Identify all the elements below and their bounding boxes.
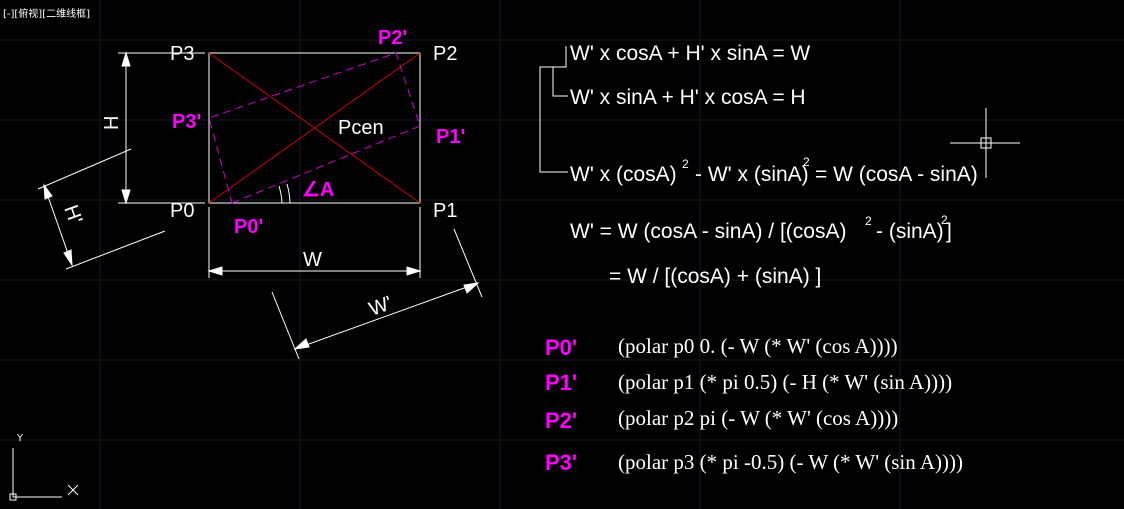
equation-3-exp-2: 2 [803, 155, 810, 169]
label-w-prime: W' [366, 292, 395, 320]
equation-5: = W / [(cosA) + (sinA) ] [609, 265, 821, 288]
equation-4-exp-2: 2 [941, 213, 948, 227]
dimension-h [118, 51, 205, 205]
label-w: W [303, 249, 322, 271]
label-p2-prime: P2' [378, 27, 407, 49]
label-h-prime: H' [59, 202, 86, 227]
dimension-h-prime [37, 148, 166, 270]
code-point-p2-prime: P2' [545, 408, 577, 433]
angle-arc [278, 185, 283, 204]
equation-bracket [539, 46, 568, 173]
label-p2: P2 [433, 43, 457, 65]
equation-3-part-1: W' x (cosA) [570, 163, 677, 186]
ucs-y-label: Y [16, 433, 24, 444]
label-angle-a: ∠A [302, 179, 334, 201]
rotated-rectangle [208, 52, 421, 204]
equation-4-part-3: ] [946, 220, 952, 243]
label-pcen: Pcen [338, 117, 384, 139]
code-point-p0-prime: P0' [545, 335, 577, 360]
equation-4-exp-1: 2 [865, 214, 872, 228]
equation-4-part-2: - (sinA) [876, 220, 944, 243]
equation-1: W' x cosA + H' x sinA = W [570, 42, 810, 65]
equation-3-part-3: = W (cosA - sinA) [815, 163, 978, 186]
dimension-w [207, 207, 422, 278]
code-expr-p1-prime: (polar p1 (* pi 0.5) (- H (* W' (sin A))… [618, 370, 952, 394]
equation-3-exp-1: 2 [682, 157, 689, 171]
angle-arc-outer [286, 183, 291, 204]
label-p0-prime: P0' [234, 216, 263, 238]
outer-rectangle [208, 52, 421, 204]
label-h: H [101, 116, 123, 130]
crosshair-cursor-icon [950, 108, 1020, 178]
code-expr-p3-prime: (polar p3 (* pi -0.5) (- W (* W' (sin A)… [618, 450, 963, 474]
viewport-controls-label[interactable]: [-][俯视][二维线框] [3, 7, 90, 20]
dimension-w-prime [271, 228, 483, 360]
code-point-p1-prime: P1' [545, 370, 577, 395]
code-expr-p0-prime: (polar p0 0. (- W (* W' (cos A)))) [618, 334, 898, 358]
code-expr-p2-prime: (polar p2 pi (- W (* W' (cos A)))) [618, 406, 898, 430]
ucs-axis-icon [9, 448, 79, 501]
label-p3-prime: P3' [172, 111, 201, 133]
equation-4-part-1: W' = W (cosA - sinA) / [(cosA) [570, 220, 846, 243]
label-p0: P0 [170, 200, 194, 222]
label-p3: P3 [170, 43, 194, 65]
label-p1: P1 [433, 200, 457, 222]
diagonal-line-2 [208, 52, 421, 204]
equation-3-part-2: - W' x (sinA) [695, 163, 809, 186]
label-p1-prime: P1' [436, 126, 465, 148]
equation-2: W' x sinA + H' x cosA = H [570, 86, 806, 109]
code-point-p3-prime: P3' [545, 450, 577, 475]
